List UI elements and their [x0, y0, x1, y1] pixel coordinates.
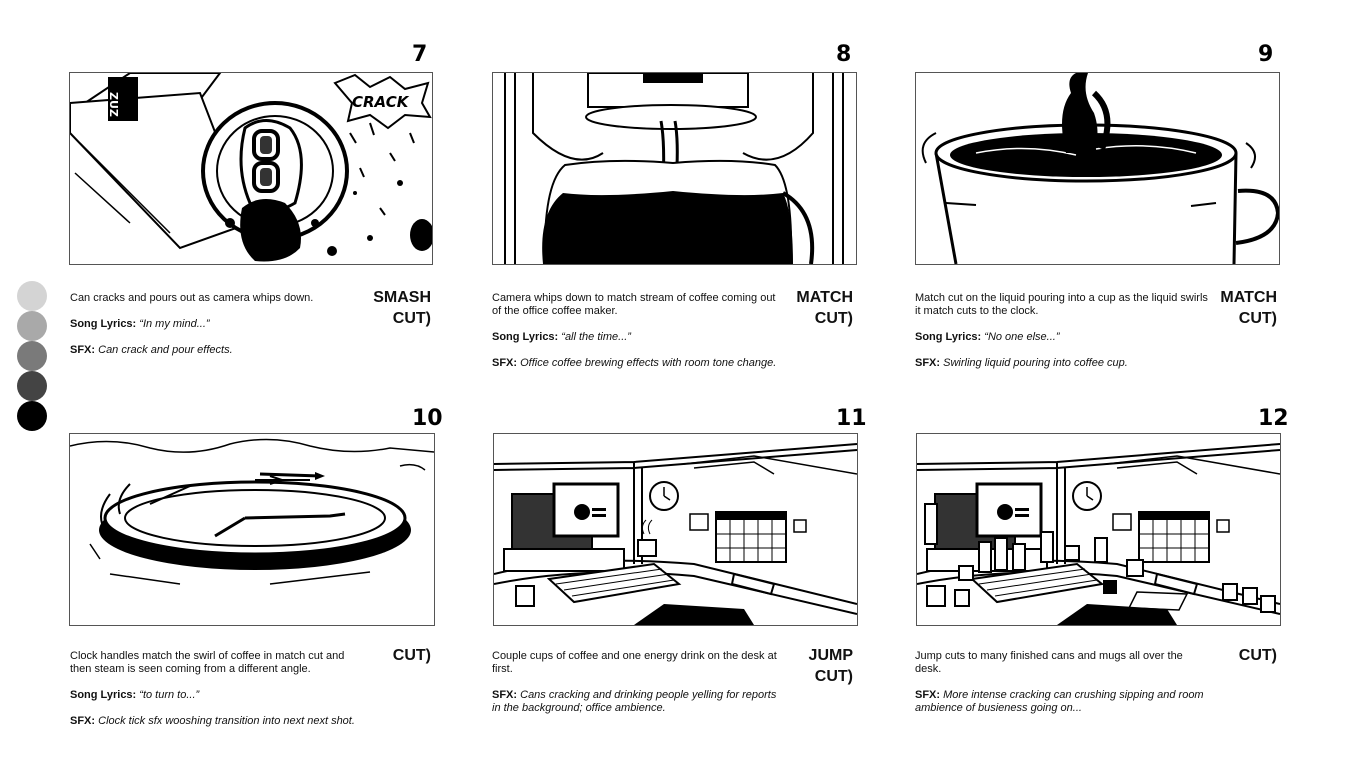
transition-line-1: SMASH [373, 289, 431, 306]
transition-line-2: CUT) [392, 647, 431, 664]
transition-line-2: CUT) [1238, 310, 1277, 327]
lyrics-label: Song Lyrics: [70, 689, 137, 701]
transition-line-2: CUT) [814, 668, 853, 685]
sfx-text: Can crack and pour effects. [98, 344, 233, 356]
sfx-line: SFX: Office coffee brewing effects with … [492, 357, 787, 370]
tone-swatch-3 [17, 341, 47, 371]
sfx-label: SFX: [70, 715, 96, 727]
lyrics-label: Song Lyrics: [492, 331, 559, 343]
transition-label: CUT) [1187, 645, 1277, 666]
song-lyrics-line: Song Lyrics: “to turn to...” [70, 689, 365, 702]
panel-description-block: Match cut on the liquid pouring into a c… [915, 292, 1210, 383]
panel-number: 9 [1258, 42, 1274, 67]
transition-line-1: JUMP [808, 647, 853, 664]
sfx-line: SFX: Can crack and pour effects. [70, 344, 365, 357]
tone-swatch-4 [17, 371, 47, 401]
lyrics-text: “No one else...” [984, 331, 1060, 343]
panel-description-block: Jump cuts to many finished cans and mugs… [915, 650, 1210, 728]
storyboard-frame-can-crack: ZUZ CRACK [69, 72, 433, 265]
sfx-text: Cans cracking and drinking people yellin… [492, 689, 777, 714]
tone-swatch-2 [17, 311, 47, 341]
lyrics-label: Song Lyrics: [915, 331, 982, 343]
crack-sfx-text: CRACK [352, 93, 410, 111]
sfx-text: Office coffee brewing effects with room … [520, 357, 777, 369]
sfx-label: SFX: [70, 344, 96, 356]
scene-description: Can cracks and pours out as camera whips… [70, 292, 314, 304]
sfx-text: Swirling liquid pouring into coffee cup. [943, 357, 1128, 369]
scene-description: Couple cups of coffee and one energy dri… [492, 650, 777, 675]
sfx-line: SFX: Cans cracking and drinking people y… [492, 689, 787, 715]
panel-description-block: Clock handles match the swirl of coffee … [70, 650, 365, 741]
lyrics-label: Song Lyrics: [70, 318, 137, 330]
transition-line-2: CUT) [1238, 647, 1277, 664]
scene-description: Match cut on the liquid pouring into a c… [915, 292, 1208, 317]
transition-label: MATCH CUT) [763, 287, 853, 329]
panel-number: 12 [1258, 406, 1289, 431]
transition-line-2: CUT) [814, 310, 853, 327]
storyboard-frame-cluttered-desk [916, 433, 1281, 626]
transition-label: MATCH CUT) [1187, 287, 1277, 329]
can-brand: ZUZ [107, 92, 120, 117]
panel-description-block: Can cracks and pours out as camera whips… [70, 292, 365, 370]
sfx-label: SFX: [915, 357, 941, 369]
panel-description-block: Camera whips down to match stream of cof… [492, 292, 787, 383]
tone-swatch-5 [17, 401, 47, 431]
transition-label: JUMP CUT) [763, 645, 853, 687]
sfx-text: More intense cracking can crushing sippi… [915, 689, 1204, 714]
storyboard-frame-coffee-cup [915, 72, 1280, 265]
transition-label: SMASH CUT) [341, 287, 431, 329]
scene-description: Camera whips down to match stream of cof… [492, 292, 776, 317]
panel-number: 11 [836, 406, 867, 431]
sfx-line: SFX: Clock tick sfx wooshing transition … [70, 715, 365, 728]
panel-number: 8 [836, 42, 852, 67]
sfx-label: SFX: [492, 357, 518, 369]
lyrics-text: “In my mind...” [139, 318, 210, 330]
storyboard-frame-coffee-maker [492, 72, 857, 265]
song-lyrics-line: Song Lyrics: “all the time...” [492, 331, 787, 344]
storyboard-frame-clock-swirl [69, 433, 435, 626]
sfx-label: SFX: [492, 689, 518, 701]
tone-swatch-1 [17, 281, 47, 311]
song-lyrics-line: Song Lyrics: “No one else...” [915, 331, 1210, 344]
lyrics-text: “all the time...” [561, 331, 631, 343]
transition-label: CUT) [341, 645, 431, 666]
scene-description: Jump cuts to many finished cans and mugs… [915, 650, 1183, 675]
panel-number: 7 [412, 42, 428, 67]
scene-description: Clock handles match the swirl of coffee … [70, 650, 345, 675]
sfx-line: SFX: More intense cracking can crushing … [915, 689, 1210, 715]
sfx-text: Clock tick sfx wooshing transition into … [98, 715, 355, 727]
panel-number: 10 [412, 406, 443, 431]
transition-line-2: CUT) [392, 310, 431, 327]
lyrics-text: “to turn to...” [139, 689, 200, 701]
transition-line-1: MATCH [1220, 289, 1277, 306]
panel-description-block: Couple cups of coffee and one energy dri… [492, 650, 787, 728]
storyboard-frame-office-desk [493, 433, 858, 626]
sfx-label: SFX: [915, 689, 941, 701]
sfx-line: SFX: Swirling liquid pouring into coffee… [915, 357, 1210, 370]
song-lyrics-line: Song Lyrics: “In my mind...” [70, 318, 365, 331]
transition-line-1: MATCH [796, 289, 853, 306]
